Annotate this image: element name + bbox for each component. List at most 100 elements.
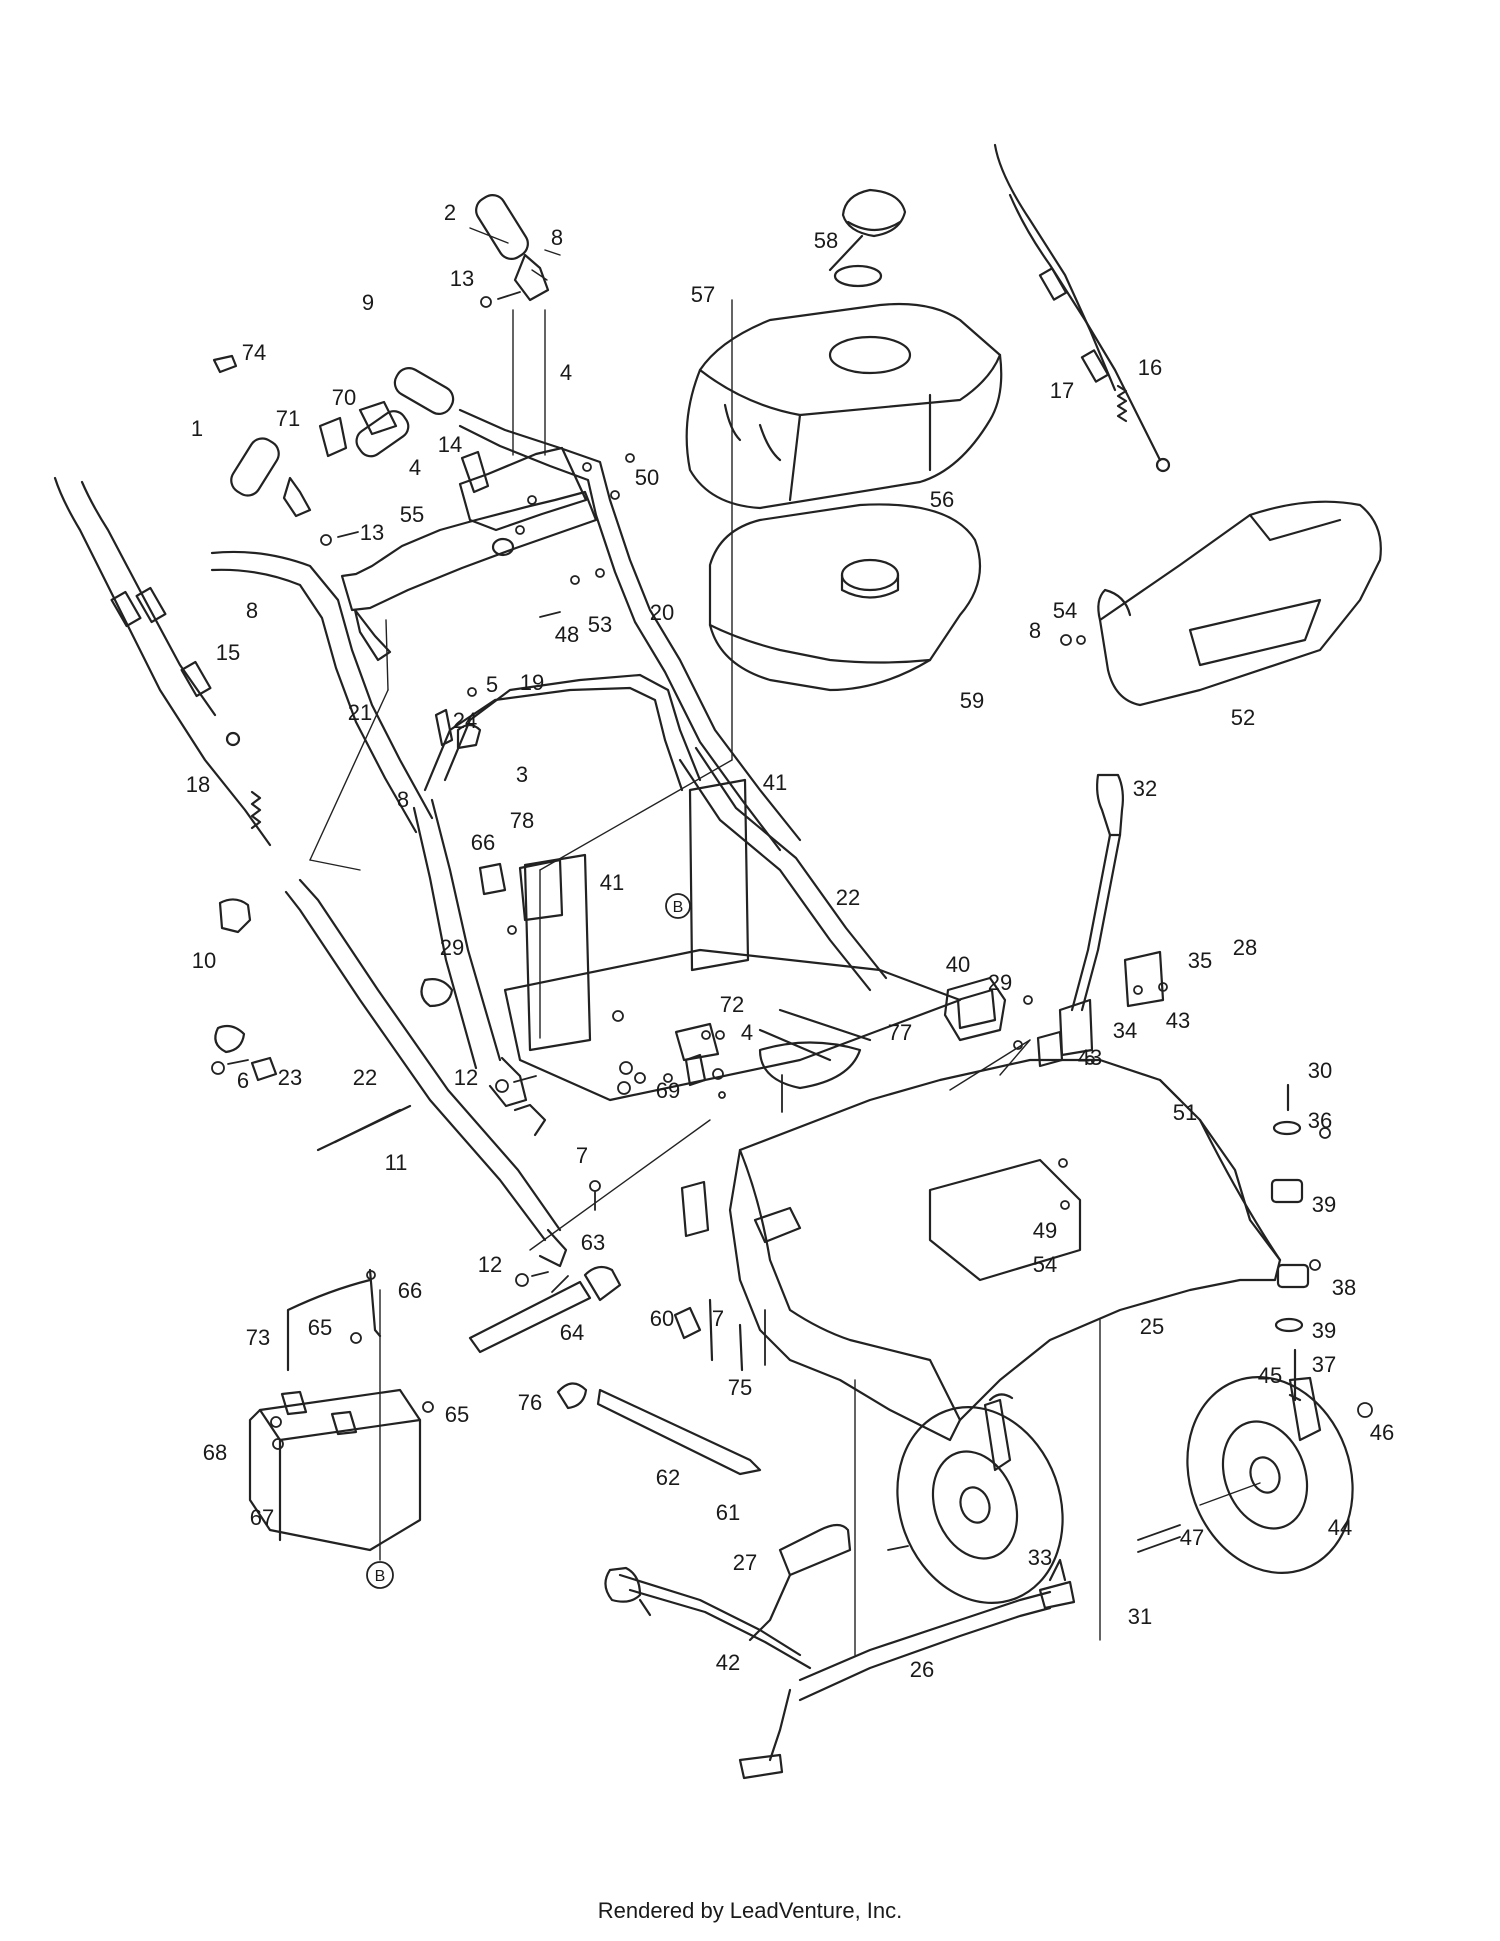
right-caster-wheel	[1186, 1376, 1354, 1574]
shift-gate	[943, 976, 1007, 1042]
svg-text:B: B	[673, 899, 684, 916]
callout-27: 27	[733, 1550, 757, 1575]
callout-28: 28	[1233, 935, 1257, 960]
callout-68: 68	[203, 1440, 227, 1465]
callout-31: 31	[1128, 1604, 1152, 1629]
callout-2: 2	[444, 200, 456, 225]
callout-41b: 41	[600, 870, 624, 895]
callout-76: 76	[518, 1390, 542, 1415]
callout-46: 46	[1370, 1420, 1394, 1445]
callout-5: 5	[486, 672, 498, 697]
caster-yoke-stack	[1270, 1083, 1310, 1402]
callout-30: 30	[1308, 1058, 1332, 1083]
callout-74: 74	[242, 340, 266, 365]
callout-41a: 41	[763, 770, 787, 795]
callout-13a: 13	[450, 266, 474, 291]
callout-40: 40	[946, 952, 970, 977]
callout-48: 48	[555, 622, 579, 647]
callout-60: 60	[650, 1306, 674, 1331]
callout-16: 16	[1138, 355, 1162, 380]
callout-20: 20	[650, 600, 674, 625]
bottom-shafts	[316, 1103, 762, 1476]
callout-59: 59	[960, 688, 984, 713]
callout-4a: 4	[560, 360, 572, 385]
callout-64: 64	[560, 1320, 584, 1345]
callout-63: 63	[581, 1230, 605, 1255]
callout-71: 71	[276, 406, 300, 431]
callout-18: 18	[186, 772, 210, 797]
left-control-cable	[53, 476, 272, 847]
callout-4b: 4	[409, 455, 421, 480]
reference-marker-b-upper: B	[665, 893, 691, 919]
fuel-tank-shroud	[685, 302, 1003, 510]
callout-7b: 7	[712, 1306, 724, 1331]
callout-66b: 66	[398, 1278, 422, 1303]
callout-78: 78	[510, 808, 534, 833]
callout-8c: 8	[397, 787, 409, 812]
footer-credit: Rendered by LeadVenture, Inc.	[597, 1898, 903, 1923]
callout-24: 24	[453, 708, 477, 733]
callout-52: 52	[1231, 705, 1255, 730]
callout-8d: 8	[1029, 618, 1041, 643]
callout-9: 9	[362, 290, 374, 315]
leader-lines	[309, 227, 1261, 1656]
callout-12a: 12	[454, 1065, 478, 1090]
callout-57: 57	[691, 282, 715, 307]
callout-7a: 7	[576, 1143, 588, 1168]
right-side-shroud	[1097, 500, 1382, 707]
callout-22b: 22	[353, 1065, 377, 1090]
callout-67: 67	[250, 1505, 274, 1530]
callout-39b: 39	[1312, 1318, 1336, 1343]
callout-3: 3	[516, 762, 528, 787]
callout-65a: 65	[308, 1315, 332, 1340]
battery	[248, 1268, 422, 1552]
callout-77: 77	[888, 1020, 912, 1045]
dash-controls	[212, 354, 490, 494]
callout-47: 47	[1180, 1525, 1204, 1550]
callout-22a: 22	[836, 885, 860, 910]
callout-32: 32	[1133, 776, 1157, 801]
callout-54a: 54	[1053, 598, 1077, 623]
callout-13b: 13	[360, 520, 384, 545]
callout-37: 37	[1312, 1352, 1336, 1377]
callout-43b: 43	[1078, 1045, 1102, 1070]
callout-10: 10	[192, 948, 216, 973]
callout-33: 33	[1028, 1545, 1052, 1570]
callout-73: 73	[246, 1325, 270, 1350]
callout-8b: 8	[246, 598, 258, 623]
shift-lever	[1036, 773, 1165, 1068]
callout-12b: 12	[478, 1252, 502, 1277]
callout-65b: 65	[445, 1402, 469, 1427]
fuel-cap	[828, 188, 907, 288]
callout-4c: 4	[741, 1020, 753, 1045]
callout-6: 6	[237, 1068, 249, 1093]
callout-29b: 29	[440, 935, 464, 960]
callout-17: 17	[1050, 378, 1074, 403]
callout-42: 42	[716, 1650, 740, 1675]
fuel-tank	[708, 503, 982, 692]
callout-8a: 8	[551, 225, 563, 250]
callout-75: 75	[728, 1375, 752, 1400]
callout-19: 19	[520, 670, 544, 695]
callout-43a: 43	[1166, 1008, 1190, 1033]
callout-49: 49	[1033, 1218, 1057, 1243]
callout-72: 72	[720, 992, 744, 1017]
callout-15: 15	[216, 640, 240, 665]
callout-39a: 39	[1312, 1192, 1336, 1217]
callout-61: 61	[716, 1500, 740, 1525]
fasteners	[212, 292, 1373, 1553]
callout-1: 1	[191, 416, 203, 441]
callout-29a: 29	[988, 970, 1012, 995]
mounting-brackets	[218, 708, 710, 1238]
svg-text:B: B	[375, 1568, 386, 1585]
callout-70: 70	[332, 385, 356, 410]
callout-44: 44	[1328, 1515, 1352, 1540]
callout-21: 21	[348, 700, 372, 725]
callout-53: 53	[588, 612, 612, 637]
callout-labels: 1 2 3 4 4 4 5 6 7 7 8 8 8 8 9 10 11 12 1…	[186, 200, 1394, 1682]
deck-housing	[728, 1058, 1282, 1442]
left-caster-wheel	[896, 1393, 1064, 1604]
callout-51: 51	[1173, 1100, 1197, 1125]
callout-66a: 66	[471, 830, 495, 855]
callout-56: 56	[930, 487, 954, 512]
